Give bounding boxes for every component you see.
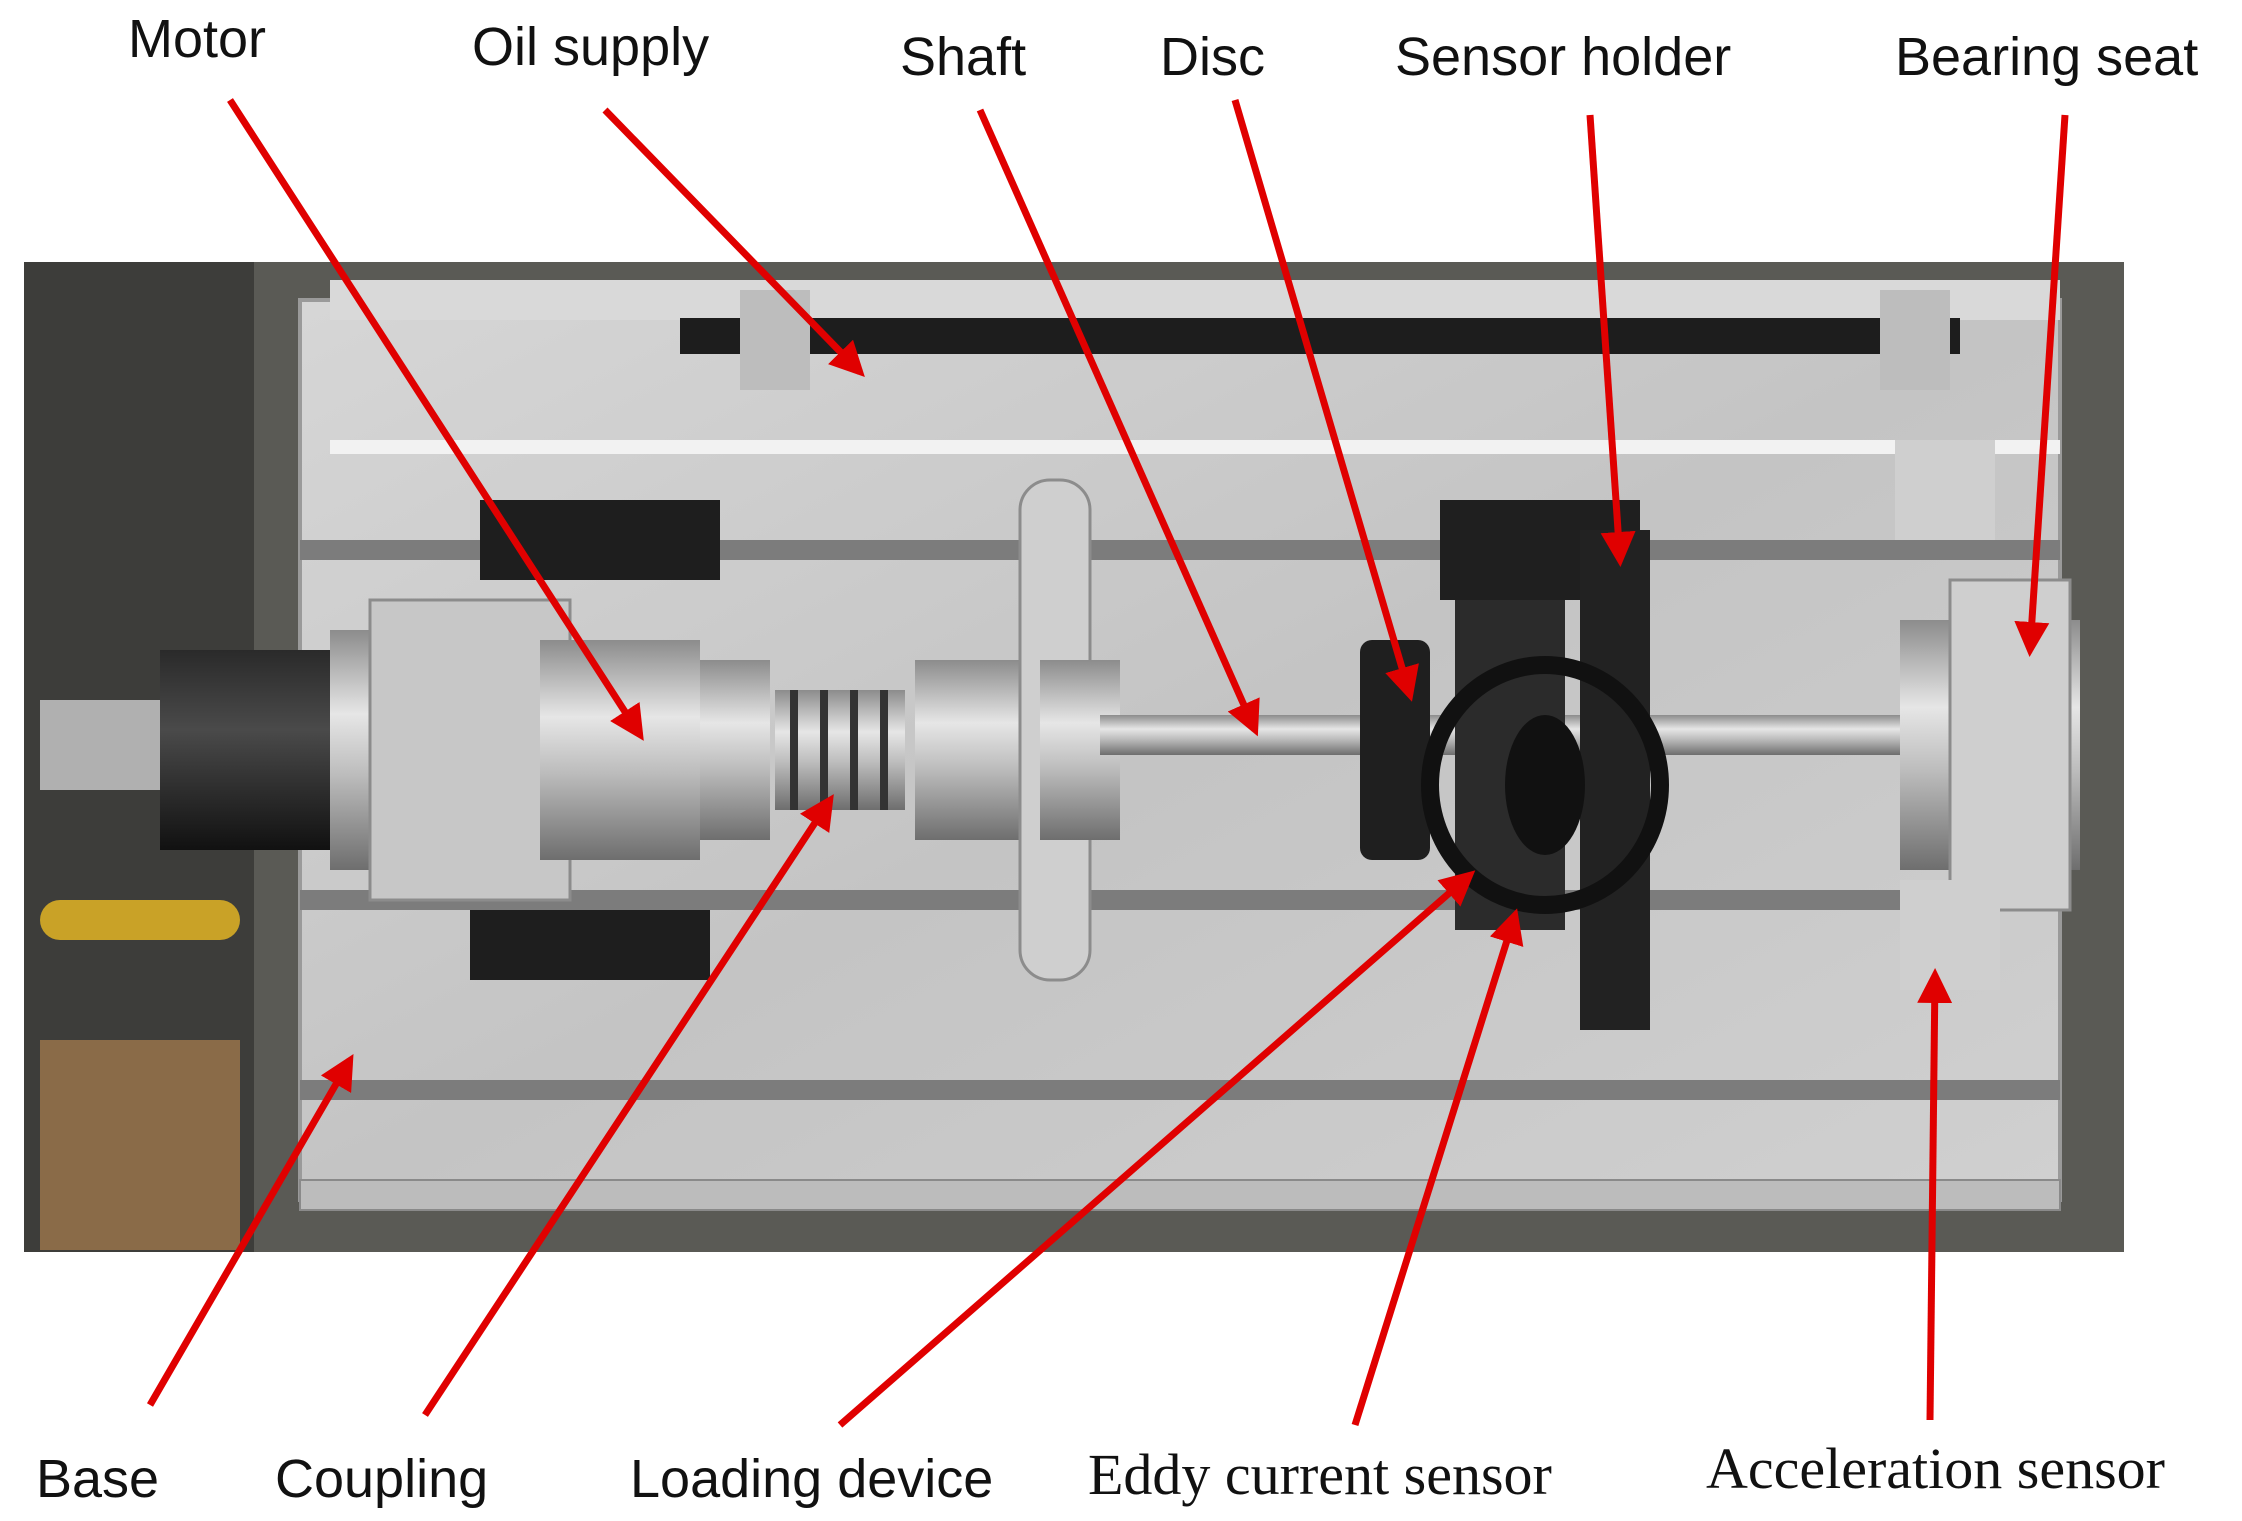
label-disc: Disc: [1160, 27, 1265, 87]
cardboard-box: [40, 1040, 240, 1250]
label-oil-supply: Oil supply: [472, 17, 710, 77]
coupling-body: [775, 690, 905, 810]
label-bearing-seat: Bearing seat: [1895, 27, 2199, 87]
disc-body: [1360, 640, 1430, 860]
label-coupling: Coupling: [275, 1449, 489, 1509]
label-base: Base: [36, 1449, 160, 1509]
label-sensor-holder: Sensor holder: [1395, 27, 1732, 87]
sensor-holder-body: [1421, 500, 1669, 1030]
label-loading-device: Loading device: [630, 1449, 994, 1509]
label-acceleration-sensor: Acceleration sensor: [1706, 1436, 2165, 1501]
label-eddy-current-sensor: Eddy current sensor: [1088, 1442, 1552, 1507]
label-motor: Motor: [128, 9, 267, 69]
label-shaft: Shaft: [900, 27, 1027, 87]
yellow-tube: [40, 900, 240, 940]
